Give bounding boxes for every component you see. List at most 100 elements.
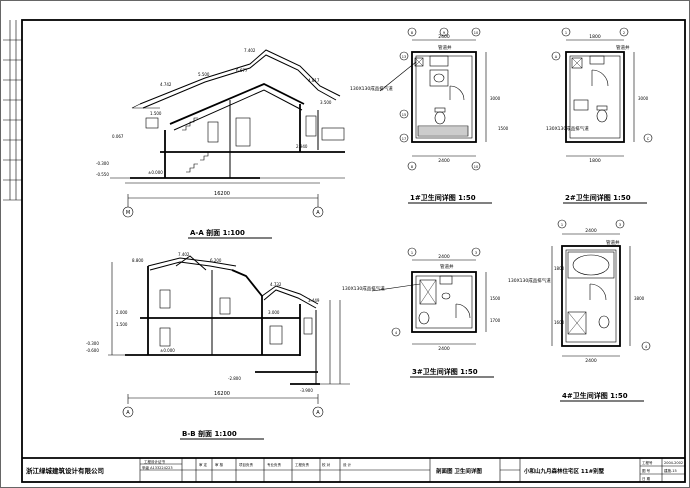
tb-col: 工程负责 <box>295 462 309 467</box>
tb-col: 设 计 <box>343 462 352 467</box>
aa-level: 5.500 <box>198 72 210 77</box>
inner-frame <box>21 19 686 483</box>
bb-level: 7.402 <box>178 252 190 257</box>
bath4-dim-top: 2400 <box>585 228 597 234</box>
bath1-side-dim: 1500 <box>498 126 509 131</box>
bb-title: B-B 剖面 1:100 <box>182 429 237 438</box>
company-name: 浙江绿城建筑设计有限公司 <box>26 466 104 475</box>
bath2-plan: 1800 1800 3000 130X130成品排气道 管道井 1 2 A C … <box>546 27 653 204</box>
bath1-dim-bottom: 2400 <box>438 158 450 164</box>
aa-level: 3.500 <box>320 100 332 105</box>
bath4-side-dim: 1600 <box>554 320 565 325</box>
aa-width-dim: 16200 <box>214 191 230 197</box>
bath2-pipe-label: 管道井 <box>616 44 630 51</box>
bb-level: -0.600 <box>86 348 99 353</box>
bath2-dim-bottom: 1800 <box>589 158 601 164</box>
bath3-axis: 1 <box>411 251 413 255</box>
aa-axis-right-bubble <box>312 206 324 218</box>
aa-level: ±0.000 <box>148 170 163 175</box>
bb-width-dim: 16200 <box>214 391 230 397</box>
bath3-dim-top: 2400 <box>438 254 450 260</box>
bath1-axis: 10 <box>474 31 478 35</box>
aa-axis-left-bubble <box>122 206 134 218</box>
tb-right-label: 工程号 <box>642 460 653 465</box>
bath4-axis: 4 <box>645 345 648 349</box>
tb-col: 项目负责 <box>239 462 253 467</box>
bath1-axis: 17 <box>402 137 406 141</box>
bb-level: -2.800 <box>228 376 241 381</box>
aa-level: -0.300 <box>96 161 109 166</box>
section-aa: 16200 M A 7.402 5.500 4.742 4.817 6.677 … <box>96 48 345 239</box>
bb-level: 4.732 <box>270 282 282 287</box>
bb-level: 6.200 <box>210 258 222 263</box>
bath4-axis: 1 <box>561 223 563 227</box>
bath3-axis: 4 <box>395 331 398 335</box>
bath4-axis: 3 <box>619 223 621 227</box>
aa-level: 4.742 <box>160 82 172 87</box>
bath3-pipe-label: 管道井 <box>440 263 454 270</box>
bath3-side-dim: 1500 <box>490 296 501 301</box>
bath3-plan: 2400 2400 1500 1700 130X130成品排气道 管道井 1 3… <box>342 247 501 378</box>
bath1-plan: 2400 2400 3000 1500 130X130成品排气道 管道井 8 9… <box>350 27 509 204</box>
aa-title: A-A 剖面 1:100 <box>190 228 245 237</box>
bb-level: -0.300 <box>86 341 99 346</box>
bb-level: 3.000 <box>268 310 280 315</box>
bath3-axis: 3 <box>475 251 477 255</box>
tb-col: 专业负责 <box>267 462 281 467</box>
bath2-axis: 1 <box>565 31 567 35</box>
bath1-axis: 10 <box>474 165 478 169</box>
bath1-side-dim: 3000 <box>490 96 501 101</box>
tb-right-value: 建施-15 <box>664 468 677 473</box>
tb-right-label: 图 号 <box>642 468 651 473</box>
bath1-axis: 8 <box>411 31 413 35</box>
bath4-side-dim: 1800 <box>554 266 565 271</box>
aa-level: 1.500 <box>150 111 162 116</box>
bath1-axis: 9 <box>443 31 445 35</box>
bath2-vent-label: 130X130成品排气道 <box>546 125 589 132</box>
cert-label: 工程设计证书 <box>144 459 165 464</box>
title-block: 浙江绿城建筑设计有限公司 工程设计证书 甲级 A133224223 审 定 审 … <box>22 457 685 482</box>
bb-axis-right-bubble <box>312 406 324 418</box>
cert-number: 甲级 A133224223 <box>142 465 173 470</box>
aa-level: 0.067 <box>112 134 124 139</box>
bath1-pipe-label: 管道井 <box>438 44 452 51</box>
bb-axis-left: A <box>126 410 130 416</box>
binding-strip <box>3 20 23 201</box>
bath4-dim-bottom: 2400 <box>585 358 597 364</box>
aa-level: 7.402 <box>244 48 256 53</box>
bb-level: ±0.000 <box>160 348 175 353</box>
bb-level: -3.900 <box>300 388 313 393</box>
bb-level: 1.500 <box>116 322 128 327</box>
bath4-plan: 2400 2400 1800 1600 3800 130X130成品排气道 管道… <box>508 219 651 402</box>
bb-level: 8.800 <box>132 258 144 263</box>
bb-axis-right: A <box>316 410 320 416</box>
aa-level: 6.677 <box>236 68 248 73</box>
bath2-title: 2#卫生间详图 1:50 <box>565 193 631 202</box>
bath4-vent-label: 130X130成品排气道 <box>508 277 551 284</box>
bath2-axis: C <box>647 137 650 141</box>
section-bb: 16200 A A 8.800 7.402 6.200 4.732 3.449 … <box>86 252 350 440</box>
bath3-vent-label: 130X130成品排气道 <box>342 285 385 292</box>
bb-axis-left-bubble <box>122 406 134 418</box>
bath3-side-dim: 1700 <box>490 318 501 323</box>
aa-level: 4.817 <box>308 78 320 83</box>
bath1-title: 1#卫生间详图 1:50 <box>410 193 476 202</box>
bath4-pipe-label: 管道井 <box>606 239 620 246</box>
bath2-side-dim: 3000 <box>638 96 649 101</box>
bath2-axis: 2 <box>623 31 625 35</box>
bath4-title: 4#卫生间详图 1:50 <box>562 391 628 400</box>
tb-right-label: 日 期 <box>642 476 651 481</box>
bath1-dim-top: 2400 <box>438 34 450 40</box>
bath1-vent-label: 130X130成品排气道 <box>350 85 393 92</box>
bath3-title: 3#卫生间详图 1:50 <box>412 367 478 376</box>
bath3-dim-bottom: 2400 <box>438 346 450 352</box>
tb-col: 审 核 <box>215 462 224 467</box>
bb-level: 3.449 <box>308 298 320 303</box>
tb-right-value: 2004-2002 <box>664 461 683 465</box>
bath4-side-dim: 3800 <box>634 296 645 301</box>
project-name: 小和山九月森林住宅区 11#别墅 <box>524 467 605 475</box>
bath2-dim-top: 1800 <box>589 34 601 40</box>
tb-col: 审 定 <box>199 462 208 467</box>
